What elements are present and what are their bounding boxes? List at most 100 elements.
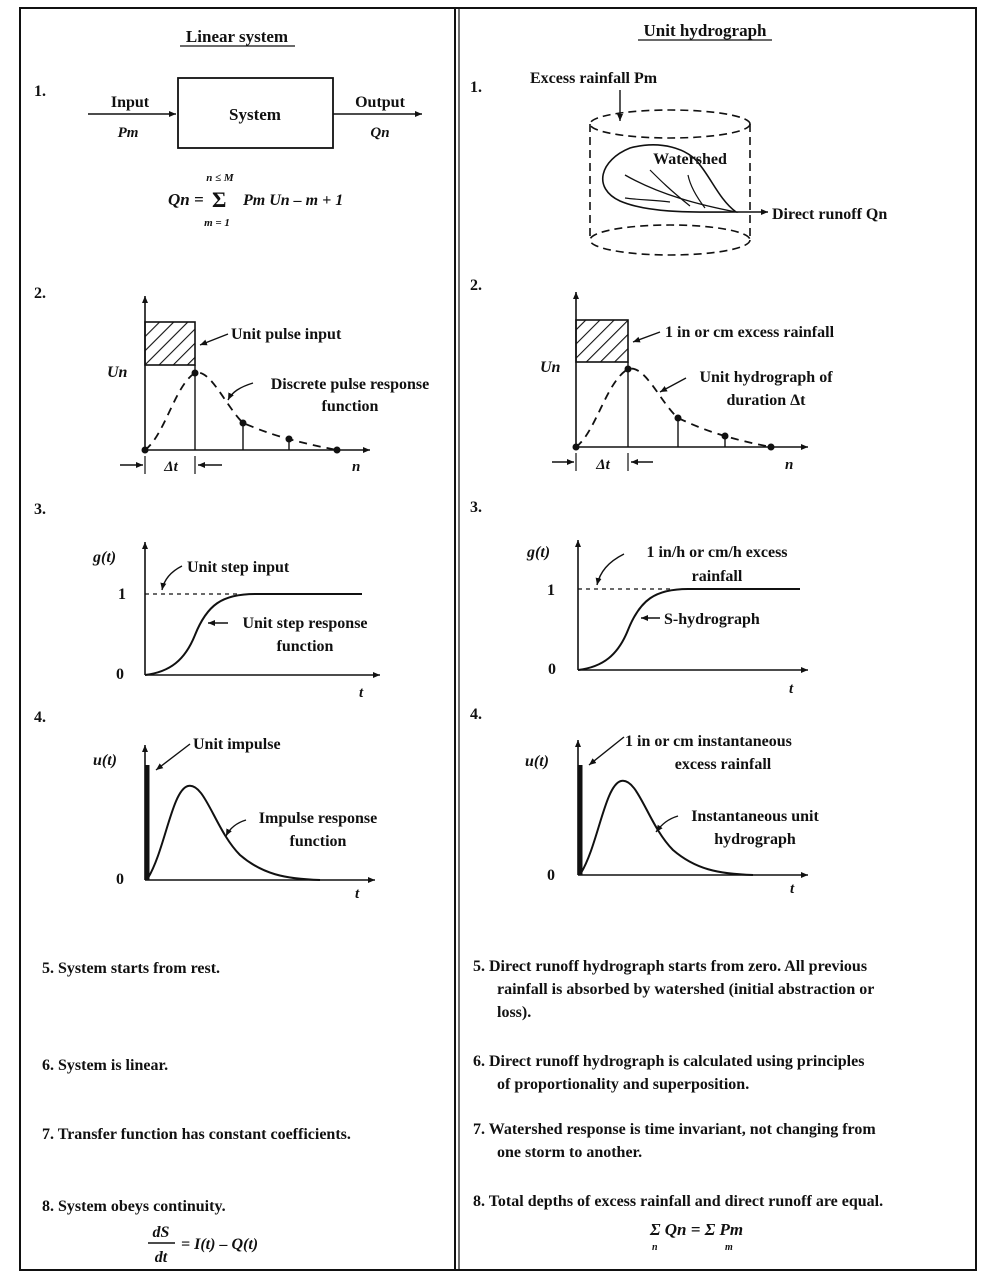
svg-text:function: function <box>277 638 334 655</box>
excess-rainfall-label: Excess rainfall Pm <box>530 70 658 87</box>
svg-text:5. Direct runoff hydrograph st: 5. Direct runoff hydrograph starts from … <box>473 958 867 975</box>
svg-text:loss).: loss). <box>497 1004 531 1021</box>
svg-text:t: t <box>355 886 360 902</box>
unit-pulse-block <box>144 321 196 366</box>
svg-text:S-hydrograph: S-hydrograph <box>664 611 760 628</box>
svg-text:Unit pulse input: Unit pulse input <box>231 326 342 343</box>
iuh-curve <box>580 779 754 876</box>
svg-text:t: t <box>359 685 364 701</box>
convolution-formula: Qn = <box>168 190 204 209</box>
svg-text:excess rainfall: excess rainfall <box>675 756 772 773</box>
svg-text:n: n <box>652 1242 658 1253</box>
svg-text:m = 1: m = 1 <box>204 217 230 229</box>
left-item-7: 7. Transfer function has constant coeffi… <box>42 1126 351 1143</box>
excess-rainfall-block <box>575 319 629 363</box>
svg-text:Un: Un <box>540 359 561 376</box>
impulse-response-curve <box>147 784 321 881</box>
svg-text:3.: 3. <box>470 499 482 516</box>
svg-text:Σ Qn = Σ Pm: Σ Qn = Σ Pm <box>649 1220 743 1239</box>
pulse-response-curve <box>144 371 338 451</box>
svg-text:0: 0 <box>547 867 555 884</box>
svg-text:dS: dS <box>153 1224 170 1241</box>
svg-text:Watershed: Watershed <box>653 151 727 168</box>
svg-text:3.: 3. <box>34 501 46 518</box>
svg-text:Un: Un <box>107 364 128 381</box>
svg-text:u(t): u(t) <box>93 752 117 769</box>
right-item-7: 7. Watershed response is time invariant,… <box>473 1121 876 1161</box>
item-number: 1. <box>34 83 46 100</box>
unit-hydrograph-curve <box>575 367 772 448</box>
table-frame <box>19 7 977 1271</box>
svg-text:2.: 2. <box>34 285 46 302</box>
left-item-6: 6. System is linear. <box>42 1057 168 1074</box>
svg-text:n: n <box>352 459 360 475</box>
left-pulse-response-graph: 2. Un Unit pulse input Discrete pulse re… <box>34 285 429 475</box>
svg-text:Output: Output <box>355 94 405 111</box>
direct-runoff-label: Direct runoff Qn <box>772 206 887 223</box>
svg-text:7. Watershed response is time: 7. Watershed response is time invariant,… <box>473 1121 876 1138</box>
svg-text:Pm: Pm <box>118 125 139 141</box>
svg-text:1 in/h or cm/h excess: 1 in/h or cm/h excess <box>646 544 787 561</box>
svg-text:Qn: Qn <box>370 125 389 141</box>
svg-text:Instantaneous unit: Instantaneous unit <box>691 808 819 825</box>
right-header: Unit hydrograph <box>644 21 768 40</box>
svg-text:0: 0 <box>116 871 124 888</box>
svg-text:Pm Un – m + 1: Pm Un – m + 1 <box>242 192 343 209</box>
svg-text:g(t): g(t) <box>526 544 550 561</box>
svg-text:Σ: Σ <box>212 187 226 212</box>
svg-text:Unit step input: Unit step input <box>187 559 290 576</box>
svg-text:u(t): u(t) <box>525 753 549 770</box>
right-item-8: 8. Total depths of excess rainfall and d… <box>473 1193 883 1210</box>
svg-text:6. Direct runoff hydrograph is: 6. Direct runoff hydrograph is calculate… <box>473 1053 864 1070</box>
left-step-response-graph: 3. g(t) 1 0 t Unit step input Unit step … <box>34 501 380 701</box>
system-box <box>177 77 334 149</box>
right-item-5: 5. Direct runoff hydrograph starts from … <box>473 958 874 1021</box>
svg-text:function: function <box>322 398 379 415</box>
left-item-5: 5. System starts from rest. <box>42 960 220 977</box>
svg-text:2.: 2. <box>470 277 482 294</box>
svg-text:System: System <box>229 105 281 124</box>
svg-text:1 in or cm instantaneous: 1 in or cm instantaneous <box>625 733 792 750</box>
svg-text:0: 0 <box>116 666 124 683</box>
s-hydrograph-curve <box>577 588 800 671</box>
svg-text:m: m <box>725 1242 733 1253</box>
step-response-curve <box>144 593 362 676</box>
svg-text:Unit hydrograph of: Unit hydrograph of <box>699 369 833 386</box>
svg-text:Δt: Δt <box>595 457 610 473</box>
right-item-6: 6. Direct runoff hydrograph is calculate… <box>473 1053 864 1093</box>
svg-text:= I(t) – Q(t): = I(t) – Q(t) <box>181 1236 258 1253</box>
convolution-formula-top: n ≤ M <box>206 172 235 184</box>
svg-text:4.: 4. <box>470 706 482 723</box>
svg-text:hydrograph: hydrograph <box>714 831 796 848</box>
svg-text:1.: 1. <box>470 79 482 96</box>
right-s-hydrograph-graph: 3. g(t) 1 0 t 1 in/h or cm/h excess rain… <box>470 499 808 697</box>
svg-text:1: 1 <box>118 586 126 603</box>
svg-text:1 in or cm excess rainfall: 1 in or cm excess rainfall <box>665 324 835 341</box>
continuity-equation: dS dt = I(t) – Q(t) <box>148 1224 258 1266</box>
svg-text:0: 0 <box>548 661 556 678</box>
left-item-8: 8. System obeys continuity. <box>42 1198 226 1215</box>
svg-text:Δt: Δt <box>163 459 178 475</box>
svg-text:dt: dt <box>155 1249 168 1266</box>
svg-text:of proportionality and superpo: of proportionality and superposition. <box>497 1076 749 1093</box>
left-header: Linear system <box>186 27 288 46</box>
svg-text:t: t <box>789 681 794 697</box>
svg-text:1: 1 <box>547 582 555 599</box>
svg-text:rainfall is absorbed by waters: rainfall is absorbed by watershed (initi… <box>497 981 874 998</box>
svg-text:n: n <box>785 457 793 473</box>
svg-text:Unit step response: Unit step response <box>242 615 367 632</box>
watershed-leaf <box>601 144 739 213</box>
svg-text:g(t): g(t) <box>92 549 116 566</box>
svg-text:Input: Input <box>111 94 150 111</box>
right-instantaneous-unit-hydrograph-graph: 4. u(t) 0 t 1 in or cm instantaneous exc… <box>470 706 819 897</box>
svg-text:duration Δt: duration Δt <box>727 392 807 409</box>
svg-text:Discrete pulse response: Discrete pulse response <box>271 376 430 393</box>
right-unit-hydrograph-graph: 2. Un 1 in or cm excess rainfall Unit hy… <box>470 277 835 473</box>
depth-equality-equation: Σ Qn = Σ Pm n m <box>649 1220 743 1253</box>
left-system-block-diagram: 1. System Input Pm Output Qn n ≤ M Qn = … <box>34 77 422 229</box>
svg-text:one storm to another.: one storm to another. <box>497 1144 642 1161</box>
svg-text:4.: 4. <box>34 709 46 726</box>
svg-text:rainfall: rainfall <box>692 568 743 585</box>
svg-text:t: t <box>790 881 795 897</box>
